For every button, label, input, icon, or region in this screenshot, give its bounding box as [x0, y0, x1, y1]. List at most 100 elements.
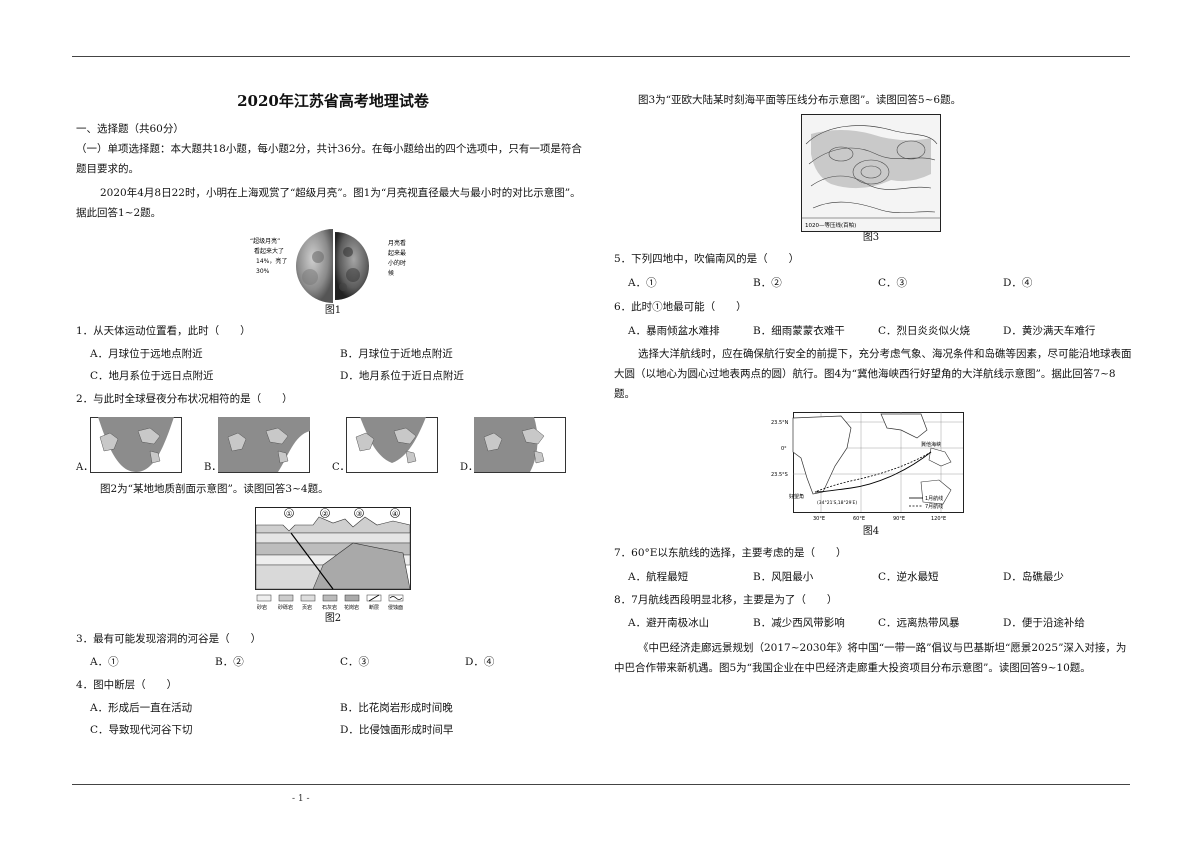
- q4-option-a[interactable]: A．形成后一直在活动: [90, 702, 193, 714]
- q2-option-c[interactable]: C．: [332, 417, 438, 473]
- moon-comparison-image: “超级月亮” 看起来大了 14%，亮了 30% 月亮看 起来最 小的时 候: [250, 229, 406, 303]
- q5-option-c[interactable]: C．③: [878, 277, 908, 289]
- daynight-map-d: [474, 417, 566, 473]
- passage-3: 图3为“亚欧大陆某时刻海平面等压线分布示意图”。读图回答5~6题。: [638, 94, 962, 106]
- fig4-lat-3: 23.5°S: [771, 472, 788, 478]
- passage-4-cont: 大圆（以地心为圆心过地表两点的圆）航行。图4为“冀他海峡西行好望角的大洋航线示意…: [614, 368, 1116, 380]
- fig2-legend-5: 花岗岩: [344, 604, 359, 611]
- figure-4-caption: 图4: [862, 526, 880, 537]
- figure-2: ① ② ③ ④ 砂岩 砂砾岩 页岩 石灰岩 花岗岩 断层 侵蚀面 图2: [76, 503, 590, 625]
- q6-option-a[interactable]: A．暴雨倾盆水难排: [628, 325, 720, 337]
- question-1-options-row1: A．月球位于远地点附近 B．月球位于近地点附近: [76, 343, 590, 365]
- q8-option-c[interactable]: C．远离热带风暴: [878, 617, 960, 629]
- fig2-marker-4: ④: [392, 510, 398, 518]
- ocean-route-map-image: 1月航线 7月航线 冀他海峡 好望角 (34°21′S,18°29′E) 23.…: [771, 412, 964, 522]
- q6-option-b[interactable]: B．细雨蒙蒙衣难干: [753, 325, 845, 337]
- fig4-route2-label: 7月航线: [925, 503, 943, 510]
- q7-option-a[interactable]: A．航程最短: [628, 571, 689, 583]
- question-8: 8．7月航线西段明显北移，主要是为了（ ）: [614, 594, 838, 606]
- left-column: 2020年江苏省高考地理试卷 一、选择题（共60分） （一）单项选择题：本大题共…: [76, 88, 590, 741]
- passage-4: 选择大洋航线时，应在确保航行安全的前提下，充分考虑气象、海况条件和岛礁等因素，尽…: [638, 348, 1132, 360]
- passage-1-cont: 据此回答1~2题。: [76, 207, 162, 219]
- q6-option-d[interactable]: D．黄沙满天车难行: [1003, 325, 1096, 337]
- question-4-options-row2: C．导致现代河谷下切 D．比侵蚀面形成时间早: [76, 719, 590, 741]
- fig4-lon-4: 120°E: [931, 516, 946, 522]
- q3-option-d[interactable]: D．④: [465, 656, 495, 668]
- q3-option-a[interactable]: A．①: [90, 656, 119, 668]
- fig4-coord: (34°21′S,18°29′E): [817, 500, 857, 506]
- footer-rule: [72, 784, 1130, 785]
- q5-option-a[interactable]: A．①: [628, 277, 657, 289]
- question-5: 5．下列四地中，吹偏南风的是（ ）: [614, 253, 800, 265]
- figure-4: 1月航线 7月航线 冀他海峡 好望角 (34°21′S,18°29′E) 23.…: [614, 408, 1128, 538]
- fig3-legend: 1020—等压线(百帕): [805, 221, 856, 229]
- q8-option-a[interactable]: A．避开南极冰山: [628, 617, 710, 629]
- q7-option-b[interactable]: B．风阻最小: [753, 571, 814, 583]
- figure-3: 1020—等压线(百帕) 图3: [614, 114, 1128, 244]
- header-rule: [72, 56, 1130, 57]
- passage-5: 《中巴经济走廊远景规划（2017~2030年》将中国“一带一路”倡议与巴基斯坦“…: [638, 642, 1127, 654]
- fig2-marker-3: ③: [356, 510, 362, 518]
- q1-option-c[interactable]: C．地月系位于远日点附近: [90, 370, 214, 382]
- fig1-right-label-4: 候: [388, 269, 394, 277]
- q2-option-b[interactable]: B．: [204, 417, 310, 473]
- fig2-marker-1: ①: [286, 510, 292, 518]
- fig1-right-label-1: 月亮看: [388, 239, 406, 247]
- isobar-map-image: 1020—等压线(百帕): [801, 114, 941, 232]
- fig1-right-label-2: 起来最: [388, 249, 406, 257]
- question-2-options: A． B． C． D．: [76, 417, 590, 473]
- question-4-options-row1: A．形成后一直在活动 B．比花岗岩形成时间晚: [76, 697, 590, 719]
- fig4-lon-2: 60°E: [853, 516, 865, 522]
- question-2: 2．与此时全球昼夜分布状况相符的是（ ）: [76, 393, 293, 405]
- page-title: 2020年江苏省高考地理试卷: [237, 92, 429, 110]
- q4-option-b[interactable]: B．比花岗岩形成时间晚: [340, 702, 453, 714]
- fig4-lat-1: 23.5°N: [771, 420, 789, 426]
- figure-1-caption: 图1: [324, 305, 342, 316]
- right-column: 图3为“亚欧大陆某时刻海平面等压线分布示意图”。读图回答5~6题。 1020—等…: [614, 90, 1132, 678]
- question-5-options: A．① B．② C．③ D．④: [614, 272, 1128, 294]
- question-6-options: A．暴雨倾盆水难排 B．细雨蒙蒙衣难干 C．烈日炎炎似火烧 D．黄沙满天车难行: [614, 320, 1128, 342]
- q5-option-b[interactable]: B．②: [753, 277, 782, 289]
- q5-option-d[interactable]: D．④: [1003, 277, 1033, 289]
- fig2-legend-3: 页岩: [302, 604, 312, 611]
- figure-1: “超级月亮” 看起来大了 14%，亮了 30% 月亮看 起来最 小的时 候 图1: [76, 227, 590, 317]
- q1-option-d[interactable]: D．地月系位于近日点附近: [340, 370, 464, 382]
- fig2-marker-2: ②: [322, 510, 328, 518]
- passage-1: 2020年4月8日22时，小明在上海观赏了“超级月亮”。图1为“月亮视直径最大与…: [100, 187, 581, 199]
- section-instructions-cont: 题目要求的。: [76, 163, 139, 175]
- figure-2-caption: 图2: [324, 613, 342, 624]
- question-7-options: A．航程最短 B．风阻最小 C．逆水最短 D．岛礁最少: [614, 566, 1128, 588]
- q7-option-c[interactable]: C．逆水最短: [878, 571, 939, 583]
- daynight-map-c: [346, 417, 438, 473]
- section-instructions: （一）单项选择题：本大题共18小题，每小题2分，共计36分。在每小题给出的四个选…: [76, 143, 582, 155]
- q2-option-d[interactable]: D．: [460, 417, 566, 473]
- q3-option-b[interactable]: B．②: [215, 656, 244, 668]
- fig1-left-label-4: 30%: [256, 268, 270, 275]
- q6-option-c[interactable]: C．烈日炎炎似火烧: [878, 325, 971, 337]
- q8-option-b[interactable]: B．减少西风带影响: [753, 617, 845, 629]
- question-1: 1．从天体运动位置看，此时（ ）: [76, 325, 251, 337]
- passage-4-end: 题。: [614, 388, 635, 400]
- q8-option-d[interactable]: D．便于沿途补给: [1003, 617, 1085, 629]
- fig2-legend-6: 断层: [369, 604, 379, 611]
- q4-option-c[interactable]: C．导致现代河谷下切: [90, 724, 193, 736]
- figure-3-caption: 图3: [862, 232, 880, 243]
- question-3: 3．最有可能发现溶洞的河谷是（ ）: [76, 633, 262, 645]
- fig2-legend-2: 砂砾岩: [278, 604, 293, 611]
- question-8-options: A．避开南极冰山 B．减少西风带影响 C．远离热带风暴 D．便于沿途补给: [614, 612, 1128, 634]
- q1-option-a[interactable]: A．月球位于远地点附近: [90, 348, 203, 360]
- section-heading: 一、选择题（共60分）: [76, 123, 184, 135]
- q1-option-b[interactable]: B．月球位于近地点附近: [340, 348, 453, 360]
- fig4-place-a: 冀他海峡: [921, 441, 941, 448]
- passage-2: 图2为“某地地质剖面示意图”。读图回答3~4题。: [100, 483, 329, 495]
- page-number: - 1 -: [292, 794, 310, 804]
- daynight-map-a: [90, 417, 182, 473]
- q2-option-a[interactable]: A．: [76, 417, 182, 473]
- question-1-options-row2: C．地月系位于远日点附近 D．地月系位于近日点附近: [76, 365, 590, 387]
- fig2-legend-4: 石灰岩: [322, 604, 337, 611]
- q3-option-c[interactable]: C．③: [340, 656, 370, 668]
- q7-option-d[interactable]: D．岛礁最少: [1003, 571, 1064, 583]
- q4-option-d[interactable]: D．比侵蚀面形成时间早: [340, 724, 454, 736]
- passage-5-cont: 中巴合作带来新机遇。图5为“我国企业在中巴经济走廊重大投资项目分布示意图”。读图…: [614, 662, 1091, 674]
- daynight-map-b: [218, 417, 310, 473]
